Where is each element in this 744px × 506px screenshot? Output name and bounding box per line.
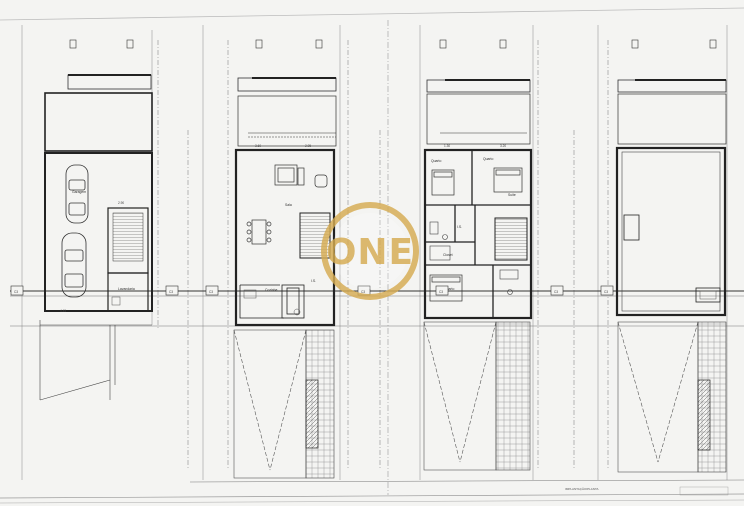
section-mark-label: C3 [361, 290, 365, 294]
svg-text:2.95: 2.95 [305, 144, 311, 148]
svg-text:3.20: 3.20 [500, 144, 506, 148]
section-mark-box [10, 285, 24, 296]
room-label-is-first: I.S. [457, 225, 462, 229]
room-label-cozinha: Cozinha [265, 288, 278, 292]
section-mark-box [165, 285, 179, 296]
sheet-title: IMPLANTAÇÃO/PLANTA [565, 486, 599, 491]
section-mark-label: C3 [209, 290, 213, 294]
section-mark-label: C3 [169, 290, 173, 294]
room-label-garagem: Garagem [72, 190, 86, 194]
plan-garage: Garagem Lavandaria 4.45 2.90 [39, 39, 153, 401]
room-label-quarto-1: Quarto [431, 159, 441, 163]
svg-text:2.90: 2.90 [118, 201, 124, 205]
room-label-suite: Suite [508, 193, 516, 197]
room-label-sala: Sala [285, 203, 292, 207]
one-watermark: ONE [321, 202, 419, 300]
room-label-closet: Closet [443, 253, 453, 257]
svg-text:4.45: 4.45 [60, 309, 66, 313]
plan-first: Quarto Quarto Quarto Suite Closet I.S. 1… [423, 39, 533, 471]
section-mark-box [435, 285, 449, 296]
section-mark-box [550, 285, 564, 296]
svg-text:1.30: 1.30 [444, 144, 450, 148]
room-label-quarto-3: Quarto [444, 287, 454, 291]
section-mark-label: C3 [554, 290, 558, 294]
room-label-quarto-2: Quarto [483, 157, 493, 161]
section-mark-label: C3 [439, 290, 443, 294]
plan-ground: Sala Cozinha I.S. 3.60 2.95 [233, 39, 337, 479]
section-mark-label: C3 [604, 290, 608, 294]
section-mark-box [600, 285, 614, 296]
section-mark-box [205, 285, 219, 296]
section-mark-label: C3 [14, 290, 18, 294]
watermark-text: ONE [326, 232, 414, 273]
room-label-is-ground: I.S. [311, 279, 316, 283]
room-label-lavandaria: Lavandaria [118, 287, 135, 291]
svg-text:3.60: 3.60 [255, 144, 261, 148]
plan-roof [615, 39, 727, 473]
